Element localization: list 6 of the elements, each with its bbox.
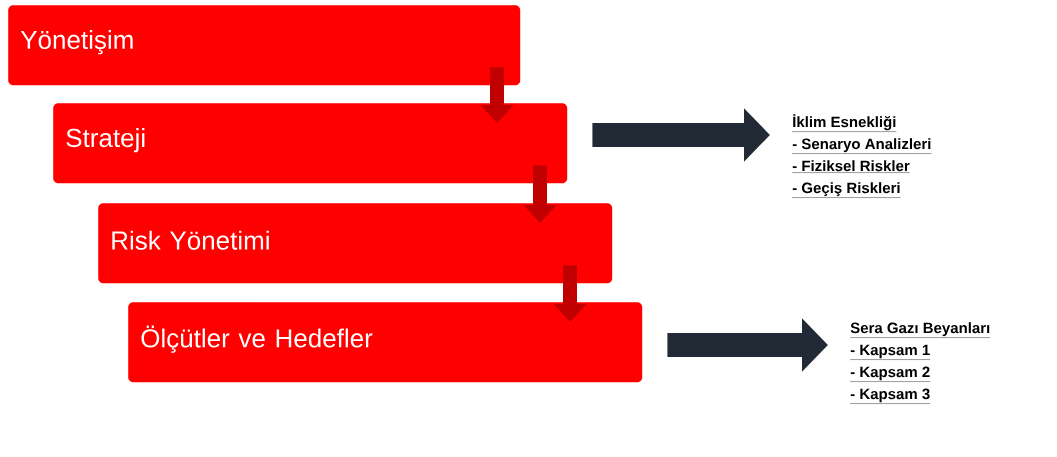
process-box: Strateji — [53, 103, 568, 184]
note-list: Sera Gazı Beyanları - Kapsam 1 - Kapsam 2 - Kapsam 3 — [850, 322, 991, 404]
process-box: Yönetişim — [8, 5, 521, 86]
note-list: İklim Esnekliği - Senaryo Analizleri - Fiziksel Riskler - Geçiş Riskleri — [792, 114, 932, 198]
process-box: Risk Yönetimi — [98, 203, 613, 284]
process-box: Ölçütler ve Hedefler — [128, 302, 643, 383]
